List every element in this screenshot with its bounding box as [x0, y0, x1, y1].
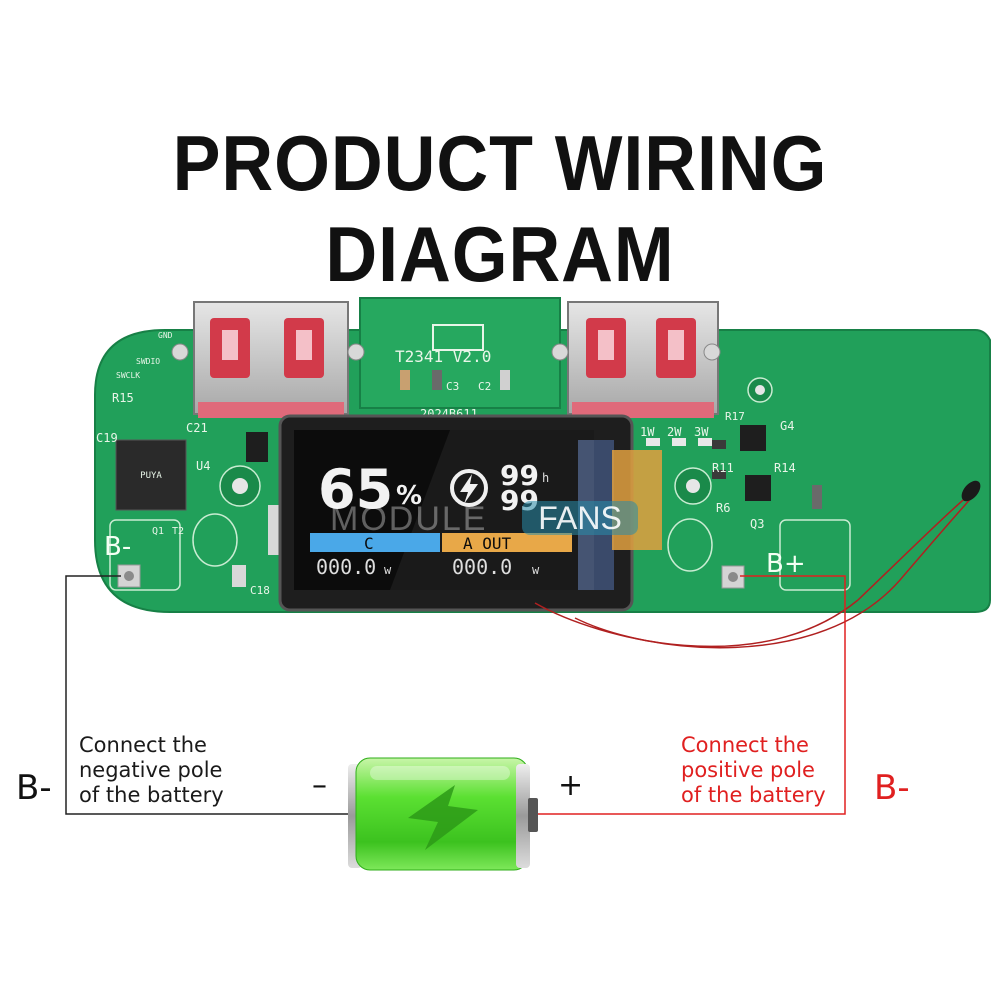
input-power-unit: w: [384, 563, 392, 577]
hours-unit: h: [542, 471, 549, 485]
note-line: of the battery: [681, 783, 826, 807]
watermark-fans: FANS: [522, 501, 638, 535]
battery-minus-sign: –: [312, 768, 327, 803]
silk-label: 3W: [694, 425, 709, 439]
silk-label: GND: [158, 331, 173, 340]
output-power: 000.0: [452, 555, 512, 579]
sensor-wire: [574, 493, 976, 649]
negative-wire: [65, 575, 354, 815]
sensor-wire: [534, 489, 976, 648]
positive-wire: [532, 575, 846, 815]
silk-label: C3: [446, 380, 459, 393]
usb-port-left: [171, 301, 365, 418]
percent-unit: %: [396, 481, 422, 511]
battery-percent: 65: [318, 458, 393, 521]
pad-label-negative: B-: [104, 532, 131, 562]
note-line: Connect the: [79, 733, 207, 757]
silk-label: R6: [716, 501, 730, 515]
silk-label: 2W: [667, 425, 682, 439]
hours-top: 99: [500, 459, 539, 492]
battery-icon: [348, 757, 538, 871]
silk-label: R14: [774, 461, 796, 475]
silk-label: SWCLK: [116, 371, 140, 380]
silk-label: Q1: [152, 526, 164, 537]
input-label: C: [364, 534, 374, 553]
silk-label: C21: [186, 421, 208, 435]
silk-label: Q3: [750, 517, 764, 531]
silk-label: SWDIO: [136, 357, 160, 366]
input-bar: [310, 533, 440, 552]
positive-pole-note: Connect the positive pole of the battery: [681, 733, 826, 808]
pad-label-positive: B+: [766, 549, 806, 579]
silk-label: G4: [780, 419, 794, 433]
silk-label: U4: [196, 459, 210, 473]
silk-label: C18: [250, 584, 270, 597]
silk-label: C19: [96, 431, 118, 445]
output-power-unit: w: [532, 563, 540, 577]
temperature-sensor: [961, 480, 981, 502]
usb-port-right: [551, 301, 721, 418]
note-line: of the battery: [79, 783, 224, 807]
silk-label: 1W: [640, 425, 655, 439]
negative-pole-note: Connect the negative pole of the battery: [79, 733, 224, 808]
svg-text:PUYA: PUYA: [140, 471, 162, 481]
watermark-module: MODULE: [330, 500, 488, 538]
silk-label: T2: [172, 526, 184, 537]
board-model: T2341 V2.0: [395, 347, 491, 366]
left-pole-label: B-: [16, 768, 52, 808]
note-line: Connect the: [681, 733, 809, 757]
silk-label: R17: [725, 410, 745, 423]
lightning-icon: [450, 469, 488, 507]
silk-label: R11: [712, 461, 734, 475]
silk-label: C2: [478, 380, 491, 393]
note-line: positive pole: [681, 758, 815, 782]
right-pole-label: B-: [874, 768, 910, 808]
input-power: 000.0: [316, 555, 376, 579]
output-bar: [442, 533, 572, 552]
output-label: A OUT: [463, 534, 512, 553]
silk-label: R15: [112, 391, 134, 405]
battery-plus-sign: +: [558, 768, 584, 803]
page-title: PRODUCT WIRING DIAGRAM: [172, 119, 828, 298]
note-line: negative pole: [79, 758, 223, 782]
